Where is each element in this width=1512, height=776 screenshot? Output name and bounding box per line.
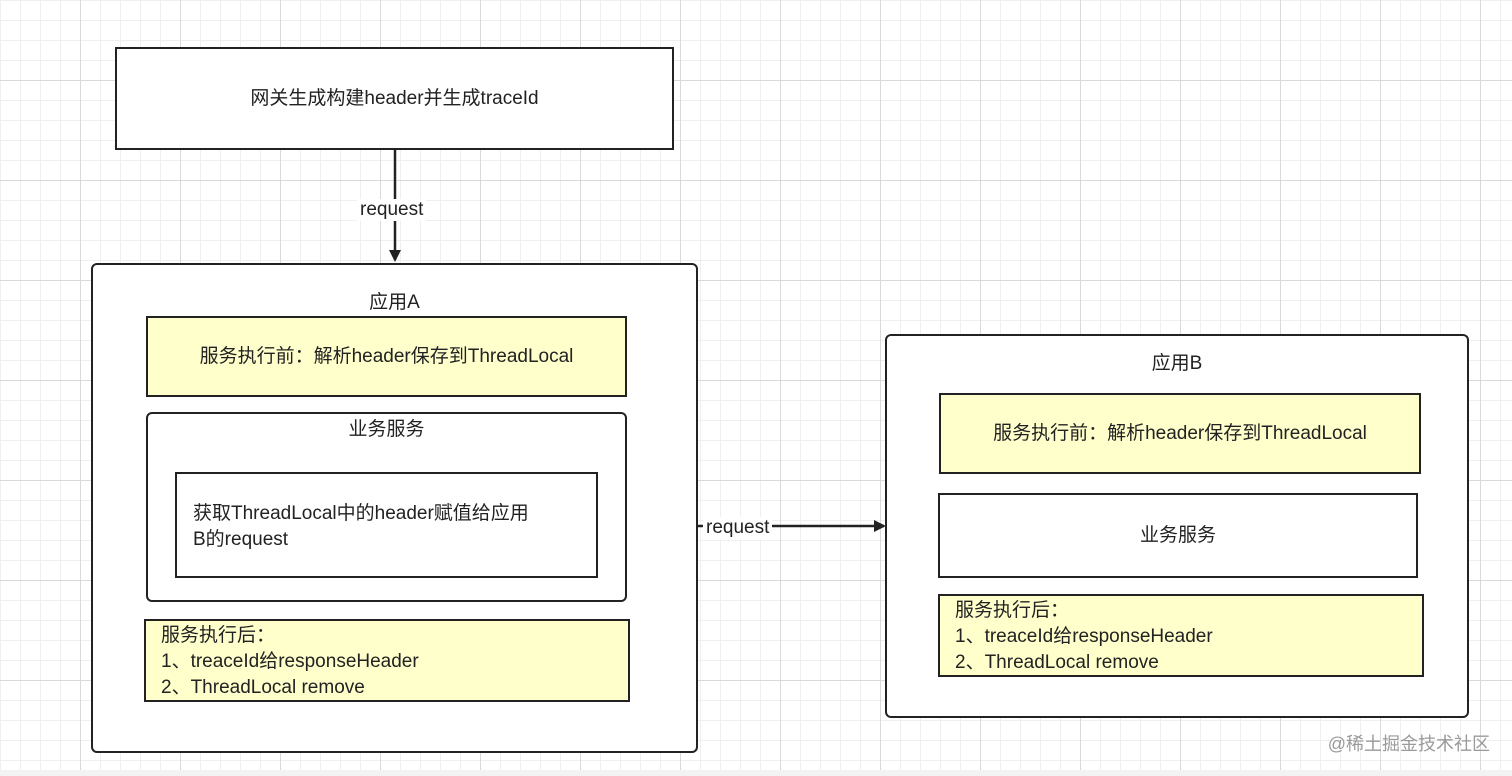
app-b-before-label: 服务执行前：解析header保存到ThreadLocal [993,422,1367,444]
app-a-before-label: 服务执行前：解析header保存到ThreadLocal [199,345,574,367]
edge-label-gateway-to-app-a: request [357,199,427,221]
app-a-after-line-3: 2、ThreadLocal remove [161,677,365,698]
gateway-box: 网关生成构建header并生成traceId [115,47,674,150]
app-a-inner-line-1: 获取ThreadLocal中的header赋值给应用 [193,503,529,524]
app-a-after-box: 服务执行后： 1、treaceId给responseHeader 2、Threa… [144,619,630,702]
app-b-title: 应用B [1151,353,1203,374]
app-a-business-title: 业务服务 [348,419,425,440]
app-a-before-box: 服务执行前：解析header保存到ThreadLocal [146,316,627,397]
gateway-label: 网关生成构建header并生成traceId [250,87,539,109]
app-a-after-line-2: 1、treaceId给responseHeader [161,651,419,672]
app-a-inner-task-text: 获取ThreadLocal中的header赋值给应用 B的request [193,501,529,553]
app-a-inner-task-box: 获取ThreadLocal中的header赋值给应用 B的request [175,472,598,578]
app-b-after-line-1: 服务执行后： [955,600,1070,621]
app-a-after-line-1: 服务执行后： [161,625,276,646]
app-a-after-text: 服务执行后： 1、treaceId给responseHeader 2、Threa… [161,623,419,701]
watermark: @稀土掘金技术社区 [1327,734,1490,754]
app-b-business-box: 业务服务 [938,493,1418,578]
app-b-before-box: 服务执行前：解析header保存到ThreadLocal [939,393,1421,474]
app-a-inner-line-2: B的request [193,529,289,550]
app-b-after-line-3: 2、ThreadLocal remove [955,652,1159,673]
app-b-after-box: 服务执行后： 1、treaceId给responseHeader 2、Threa… [938,594,1424,677]
app-b-after-text: 服务执行后： 1、treaceId给responseHeader 2、Threa… [955,598,1213,676]
bottom-strip [0,770,1512,776]
edge-label-app-a-to-app-b: request [703,517,773,539]
app-b-business-label: 业务服务 [1139,524,1216,546]
app-b-after-line-2: 1、treaceId给responseHeader [955,626,1213,647]
app-a-title: 应用A [369,292,420,313]
